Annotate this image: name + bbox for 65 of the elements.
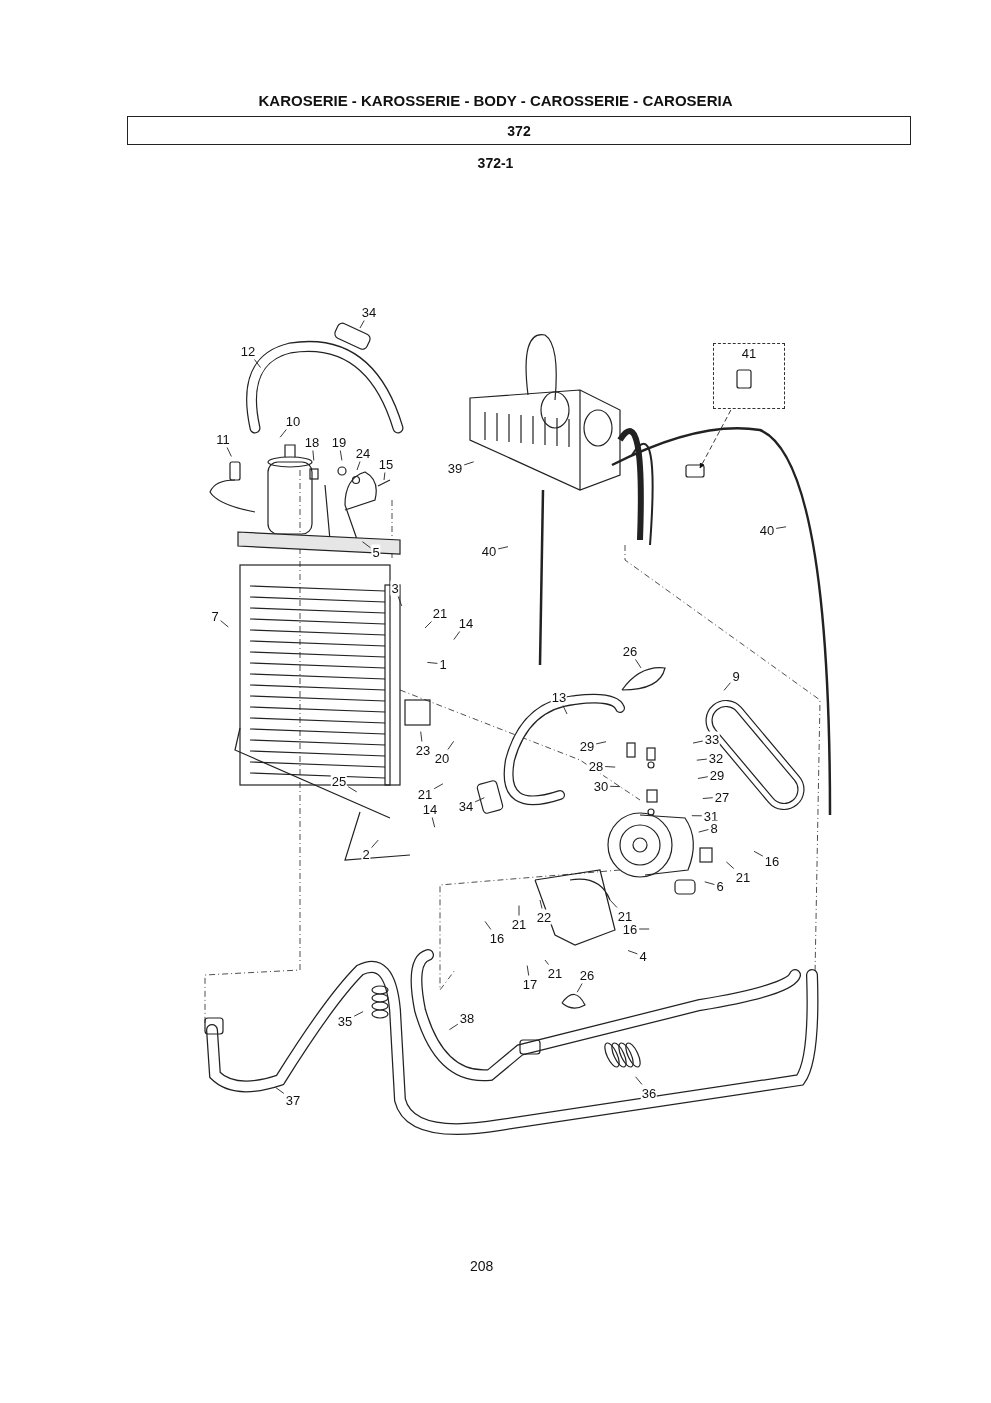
leader-line [361, 541, 371, 549]
leader-line [312, 450, 315, 461]
dashed-detail-box [713, 343, 785, 409]
leader-line [448, 1023, 459, 1031]
leader-line [638, 928, 650, 930]
leader-line [356, 461, 361, 471]
page-title: KAROSERIE - KAROSSERIE - BODY - CAROSSERIE - CAROSERIA [257, 92, 734, 109]
leader-line [723, 682, 731, 691]
leader-line [753, 850, 764, 857]
leader-line [627, 950, 638, 955]
callout-number: 22 [535, 909, 553, 925]
leader-line [609, 785, 621, 788]
leader-line [353, 1011, 364, 1017]
callout-number: 30 [592, 778, 610, 794]
leader-line [254, 359, 261, 368]
leader-line [576, 983, 583, 993]
leader-line [433, 783, 444, 790]
callout-number: 25 [330, 773, 348, 789]
callout-number: 3 [390, 580, 400, 596]
leader-line [359, 320, 365, 329]
leader-line [604, 766, 616, 768]
leader-line [474, 797, 485, 803]
callout-number: 41 [740, 346, 758, 361]
leader-line [697, 776, 709, 779]
leader-line [463, 461, 475, 466]
leader-line [544, 959, 549, 965]
leader-line [702, 797, 714, 799]
leader-line [595, 741, 607, 745]
leader-line [562, 705, 568, 715]
leader-line [775, 526, 787, 529]
leader-line [539, 899, 543, 909]
leader-line [226, 447, 232, 457]
drawing-number: 372-1 [476, 155, 515, 171]
leader-line [347, 786, 358, 793]
leader-line [497, 546, 509, 550]
leader-line [704, 881, 715, 885]
leader-line [635, 659, 642, 669]
leader-line [692, 740, 704, 744]
leader-line [725, 861, 735, 870]
leader-line [453, 631, 461, 641]
leader-line [426, 661, 438, 664]
leader-line [220, 620, 229, 628]
leader-line [518, 905, 520, 916]
leader-line [371, 839, 379, 849]
section-number-box [127, 116, 911, 145]
leader-line [447, 740, 455, 750]
leader-line [397, 596, 403, 607]
leader-line [526, 965, 530, 976]
leader-line [691, 815, 703, 817]
section-number: 372 [507, 122, 531, 139]
callout-number: 5 [371, 544, 381, 560]
leader-line [484, 920, 492, 930]
leader-line [383, 472, 386, 481]
leader-line [339, 450, 343, 461]
leader-line [424, 621, 432, 629]
callout-number: 33 [703, 731, 721, 747]
leader-line [696, 758, 708, 761]
leader-line [279, 429, 287, 438]
leader-line [635, 1076, 643, 1085]
leader-line [698, 829, 709, 833]
leader-line [420, 731, 423, 742]
page-number: 208 [470, 1258, 494, 1274]
leader-line [431, 817, 436, 828]
leader-line [275, 1087, 285, 1094]
leader-line [609, 899, 618, 908]
